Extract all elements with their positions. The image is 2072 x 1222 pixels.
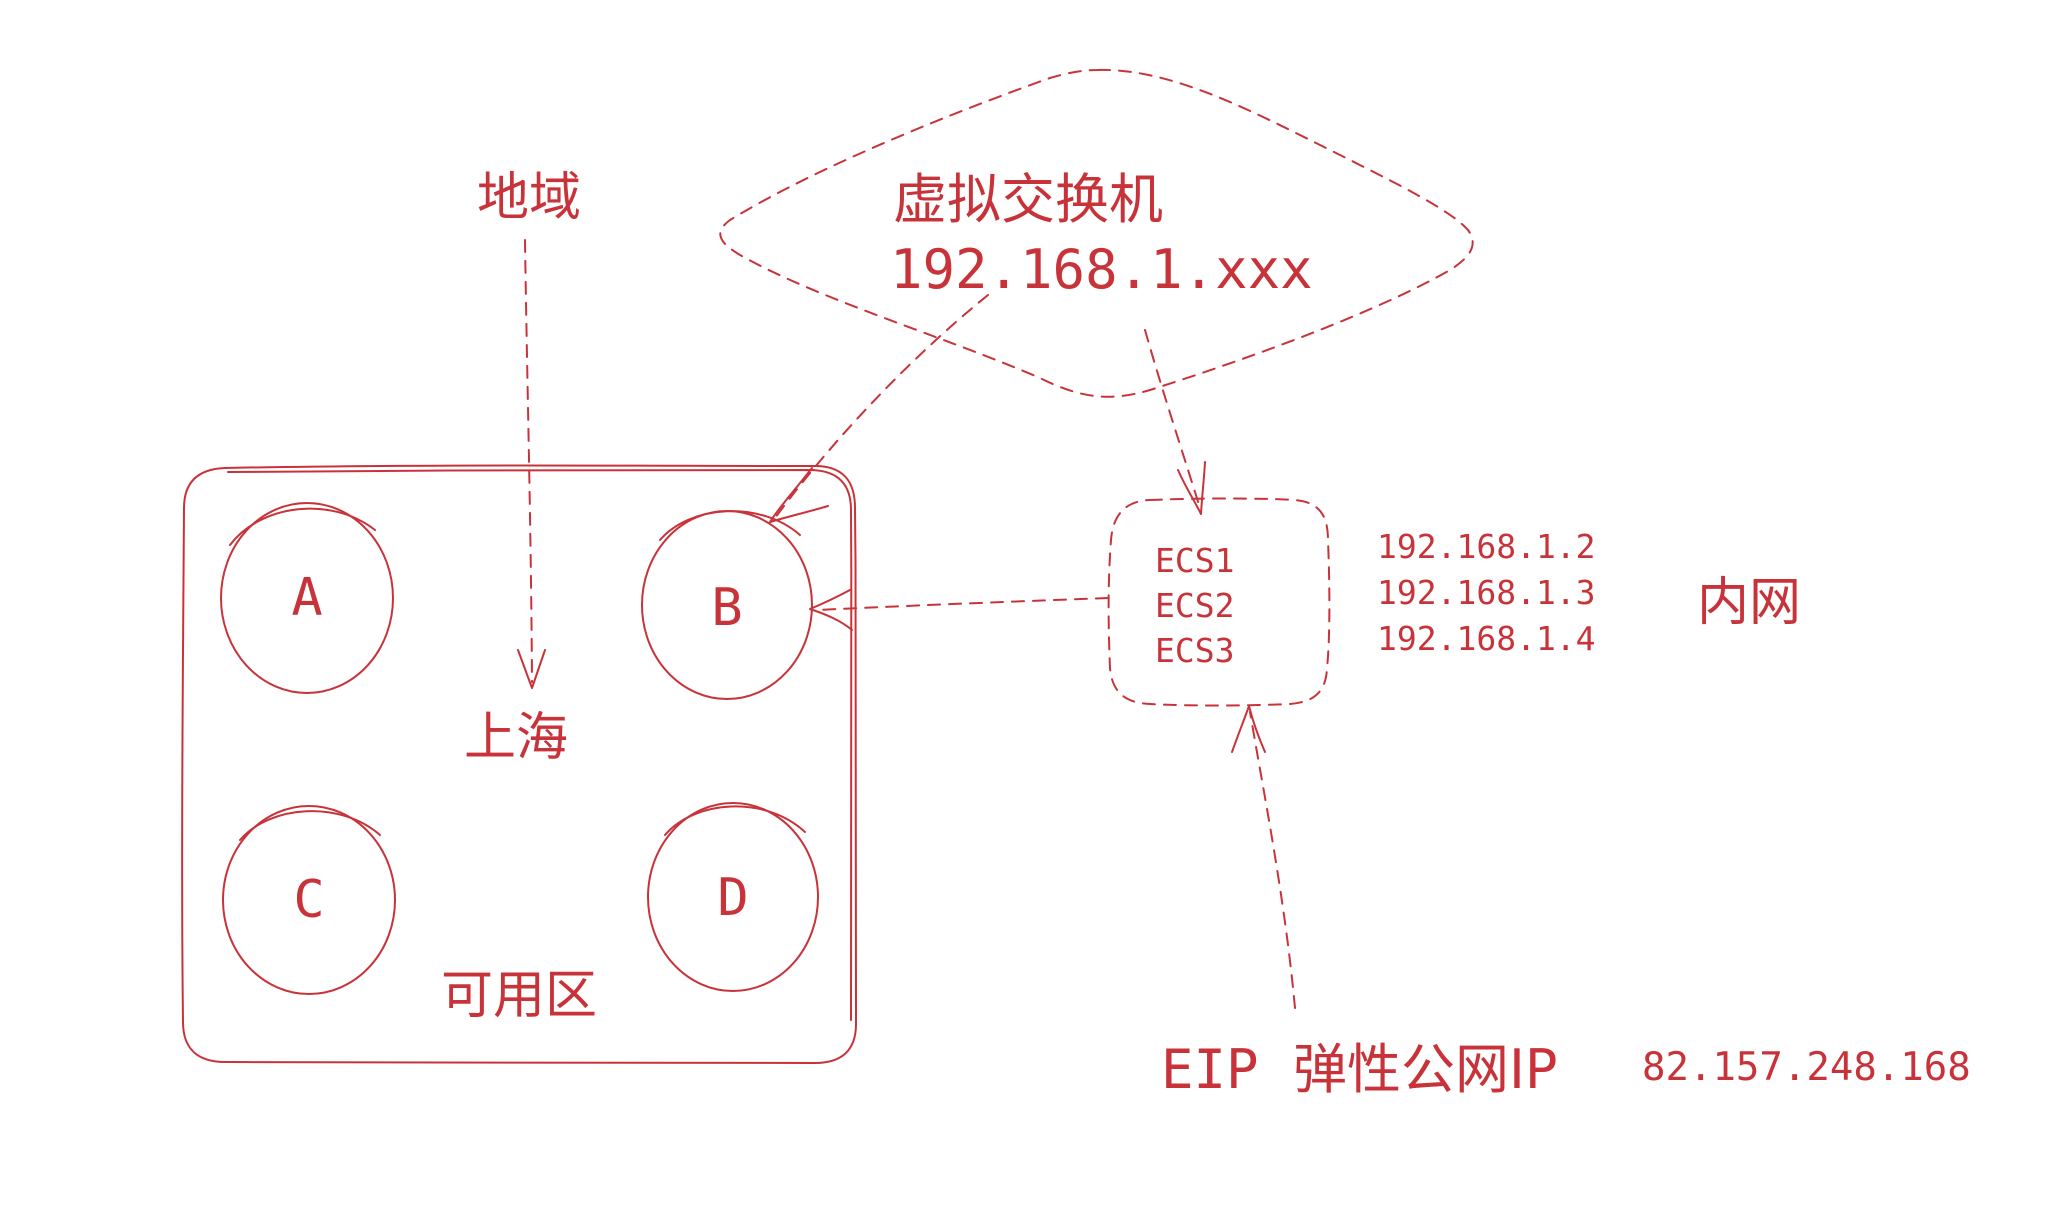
ecs-to-zone-b-head bbox=[809, 589, 853, 631]
availability-zone-box-echo bbox=[227, 469, 853, 1021]
vswitch-title: 虚拟交换机 bbox=[893, 168, 1163, 231]
ecs-group-box bbox=[1107, 497, 1331, 707]
zone-caption: 可用区 bbox=[441, 966, 597, 1026]
vswitch-boundary bbox=[719, 68, 1474, 398]
ecs-ip: 192.168.1.3 bbox=[1377, 573, 1596, 612]
eip-to-ecs-line bbox=[1249, 711, 1296, 1009]
region-label: 地域 bbox=[477, 168, 581, 228]
vswitch-to-ecs-line bbox=[1144, 329, 1201, 509]
vswitch-to-ecs-head bbox=[1177, 461, 1206, 515]
ecs-name: ECS3 bbox=[1155, 631, 1234, 670]
ecs-list: ECS1 ECS2 ECS3 bbox=[1155, 541, 1234, 670]
eip-description: 弹性公网IP bbox=[1293, 1038, 1558, 1101]
availability-zone-box bbox=[181, 464, 858, 1065]
zone-a-label: A bbox=[291, 568, 322, 628]
zone-c-circle bbox=[222, 805, 396, 995]
eip-address: 82.157.248.168 bbox=[1642, 1045, 1971, 1090]
zone-d: D bbox=[647, 802, 819, 992]
vswitch-to-zone-b-head bbox=[769, 467, 829, 523]
eip-label: EIP bbox=[1161, 1038, 1259, 1101]
region-name: 上海 bbox=[464, 708, 568, 768]
ecs-ip: 192.168.1.2 bbox=[1377, 527, 1596, 566]
region-arrow-line bbox=[524, 239, 533, 683]
vswitch-cidr: 192.168.1.xxx bbox=[890, 238, 1313, 301]
zone-d-circle bbox=[647, 802, 819, 992]
zone-b: B bbox=[641, 510, 813, 700]
zone-b-label: B bbox=[711, 578, 742, 638]
intranet-label: 内网 bbox=[1697, 573, 1801, 633]
zone-c: C bbox=[222, 805, 396, 995]
region-arrow-head bbox=[517, 649, 546, 689]
zone-d-label: D bbox=[717, 868, 748, 928]
ecs-name: ECS2 bbox=[1155, 586, 1234, 625]
ecs-name: ECS1 bbox=[1155, 541, 1234, 580]
zone-d-circle-echo bbox=[664, 805, 806, 836]
ecs-ip: 192.168.1.4 bbox=[1377, 619, 1596, 658]
vswitch-to-zone-b-line bbox=[774, 294, 989, 519]
ecs-ip-list: 192.168.1.2 192.168.1.3 192.168.1.4 bbox=[1377, 527, 1596, 658]
ecs-to-zone-b-line bbox=[817, 597, 1109, 611]
zone-c-circle-echo bbox=[239, 810, 381, 841]
zone-b-circle-echo bbox=[659, 510, 801, 541]
zone-a: A bbox=[220, 502, 394, 694]
zone-a-circle-echo bbox=[229, 507, 376, 546]
eip-to-ecs-head bbox=[1231, 705, 1266, 753]
zone-c-label: C bbox=[293, 870, 324, 930]
zone-a-circle bbox=[220, 502, 394, 694]
